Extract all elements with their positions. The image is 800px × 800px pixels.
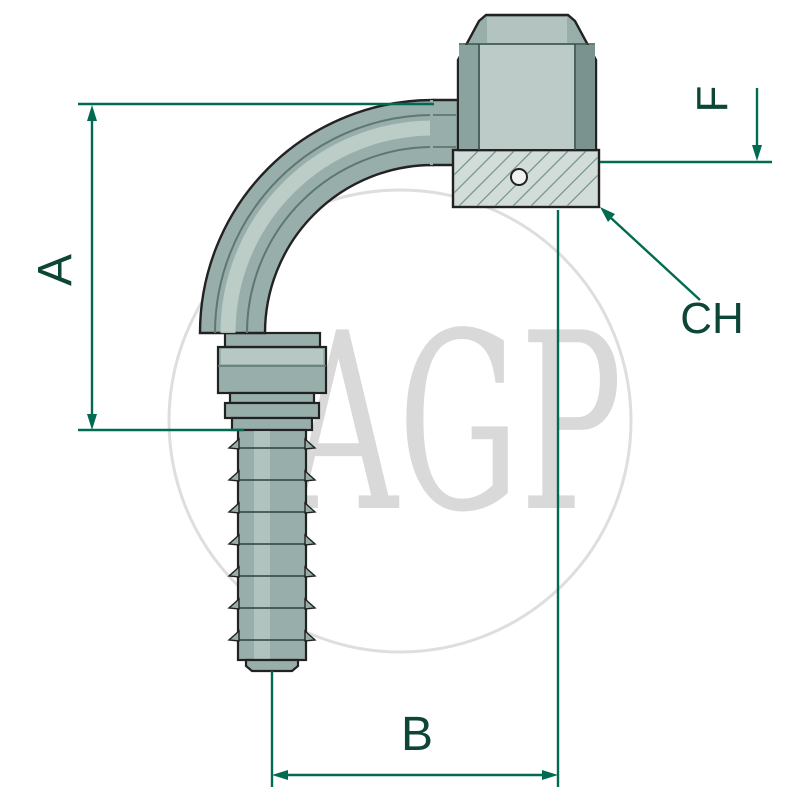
barb-left — [227, 501, 240, 514]
stem-highlight — [254, 431, 270, 659]
barb-right — [304, 437, 317, 450]
dimension-b: B — [270, 210, 560, 787]
barb-left — [227, 437, 240, 450]
barb-left — [227, 565, 240, 578]
collar — [223, 331, 322, 349]
arrowhead-down — [752, 145, 762, 161]
barb-right — [304, 597, 317, 610]
stem-tip — [244, 658, 300, 673]
barb-right — [304, 533, 317, 546]
arrowhead-down — [87, 414, 97, 430]
arrowhead — [600, 207, 615, 222]
watermark-circle — [167, 188, 633, 654]
callout-ch: CH — [600, 207, 744, 343]
swivel-nut — [430, 13, 601, 209]
tube-detail-lines — [433, 114, 456, 148]
nut-face-right — [576, 45, 595, 149]
barb-ridge — [227, 597, 317, 610]
watermark-text: AGP — [286, 281, 622, 566]
nut-face-mid — [480, 45, 574, 149]
dimension-a-label: A — [29, 254, 82, 286]
barb-ridge — [227, 629, 317, 642]
nut-corner-lines — [478, 44, 576, 150]
barb-ridge — [227, 565, 317, 578]
barb-right — [304, 565, 317, 578]
barb-ridge — [227, 437, 317, 450]
stem — [236, 428, 308, 662]
elbow-detail-line — [246, 146, 434, 334]
hose-tail — [216, 331, 328, 673]
arrowhead-right — [542, 770, 558, 780]
band — [223, 401, 321, 420]
ring — [230, 416, 314, 432]
callout-ch-label: CH — [680, 294, 744, 343]
seal-ring — [510, 168, 528, 186]
dimension-f-label: F — [688, 86, 737, 113]
elbow-detail-line — [214, 114, 434, 334]
barb-right — [304, 629, 317, 642]
barb-left — [227, 469, 240, 482]
dimension-f: F — [600, 86, 772, 164]
elbow-tube — [198, 98, 435, 335]
barb-ridge — [227, 469, 317, 482]
arrowhead-left — [272, 770, 288, 780]
barb-left — [227, 597, 240, 610]
nut-face-left — [459, 45, 478, 149]
fitting — [198, 13, 601, 673]
arrowhead-up — [87, 105, 97, 121]
dimension-a: A — [29, 102, 434, 432]
ring — [228, 391, 316, 405]
barb-ridge — [227, 501, 317, 514]
elbow-body — [198, 98, 435, 335]
watermark: AGP — [167, 188, 633, 654]
dimension-b-label: B — [401, 708, 433, 761]
barb-right — [304, 469, 317, 482]
barb-right — [304, 501, 317, 514]
leader-line — [610, 217, 701, 301]
nut-top-shade — [487, 17, 567, 43]
barb-left — [227, 533, 240, 546]
hex-highlight — [221, 349, 323, 364]
elbow-highlight — [220, 120, 434, 334]
barb-left — [227, 629, 240, 642]
barb-ridge — [227, 533, 317, 546]
